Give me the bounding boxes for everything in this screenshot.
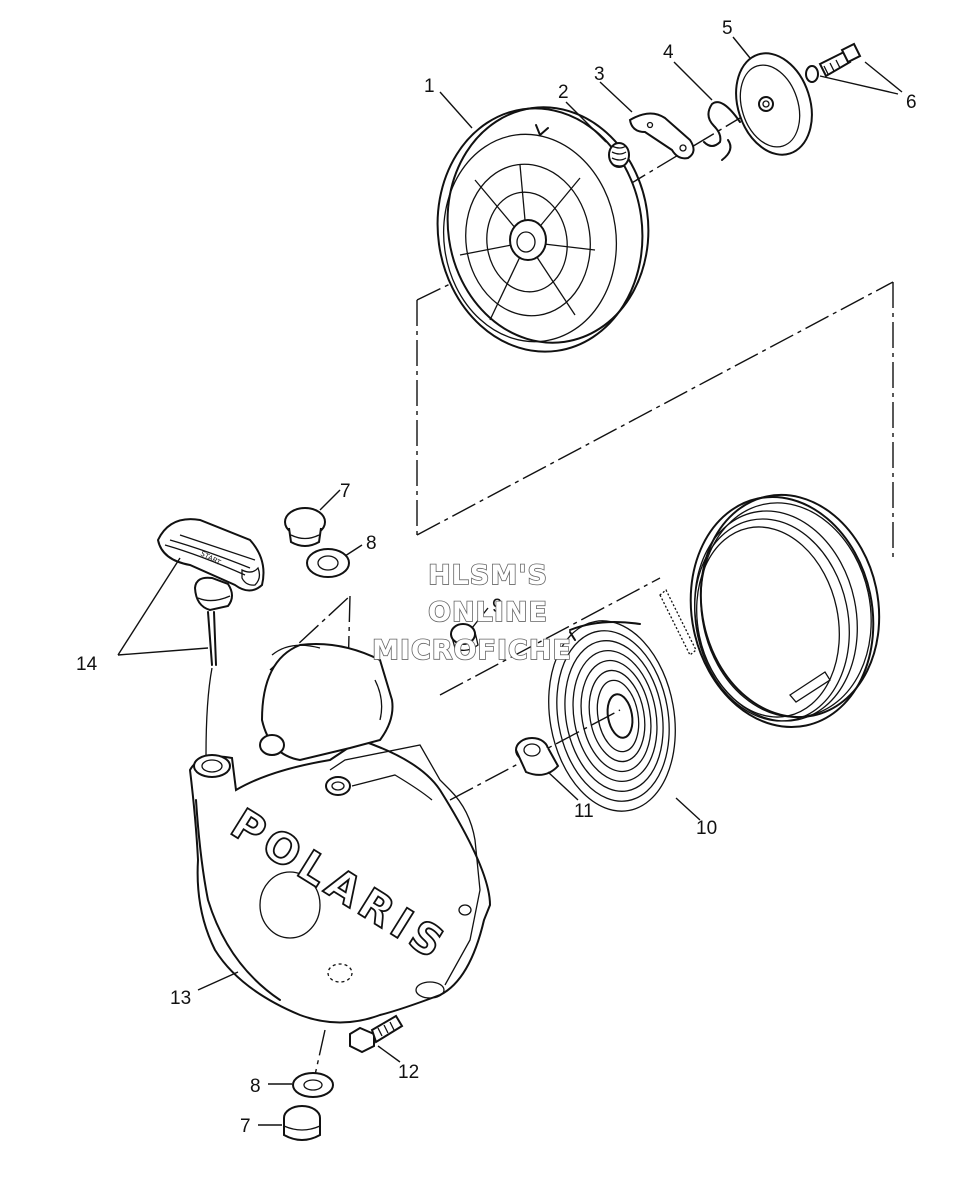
drive-plate xyxy=(735,52,813,156)
watermark-line-1: HLSM'S xyxy=(428,560,548,591)
pawl xyxy=(628,112,695,160)
rope-reel xyxy=(659,493,881,728)
bushing-large xyxy=(515,737,560,776)
washer-lower xyxy=(292,1072,334,1098)
callout-12: 12 xyxy=(398,1062,419,1083)
callout-8-upper: 8 xyxy=(366,533,377,554)
callout-6: 6 xyxy=(906,92,917,113)
leader-lines xyxy=(117,36,903,1126)
callout-14: 14 xyxy=(76,654,98,675)
starter-handle: START xyxy=(156,518,265,756)
watermark-line-3: MICROFICHE xyxy=(372,635,572,666)
callout-7-lower: 7 xyxy=(240,1116,251,1137)
callout-11: 11 xyxy=(574,801,594,822)
recoil-spring xyxy=(548,620,676,812)
callout-13: 13 xyxy=(170,988,191,1009)
watermark: HLSM'S ONLINE MICROFICHE xyxy=(371,559,572,667)
callout-5: 5 xyxy=(722,18,733,39)
callout-7-upper: 7 xyxy=(340,481,351,502)
callout-4: 4 xyxy=(663,42,674,63)
watermark-line-2: ONLINE xyxy=(428,597,548,628)
bushing-small xyxy=(450,623,479,652)
washer-upper xyxy=(306,548,350,578)
plug-lower xyxy=(283,1105,321,1141)
housing-bolt xyxy=(349,1014,404,1054)
spring xyxy=(608,142,630,168)
callouts: 1 2 3 4 5 6 7 8 9 10 11 12 13 14 8 7 xyxy=(76,18,917,1137)
callout-1: 1 xyxy=(424,76,435,97)
plug-upper xyxy=(284,507,326,547)
callout-8-lower: 8 xyxy=(250,1076,261,1097)
callout-2: 2 xyxy=(558,82,569,103)
pulley xyxy=(436,106,650,353)
callout-9: 9 xyxy=(492,596,503,617)
bolt-and-washer xyxy=(805,42,862,83)
starter-housing: POLARIS xyxy=(188,643,492,1024)
clip xyxy=(703,101,741,161)
callout-3: 3 xyxy=(594,64,605,85)
callout-10: 10 xyxy=(696,818,717,839)
